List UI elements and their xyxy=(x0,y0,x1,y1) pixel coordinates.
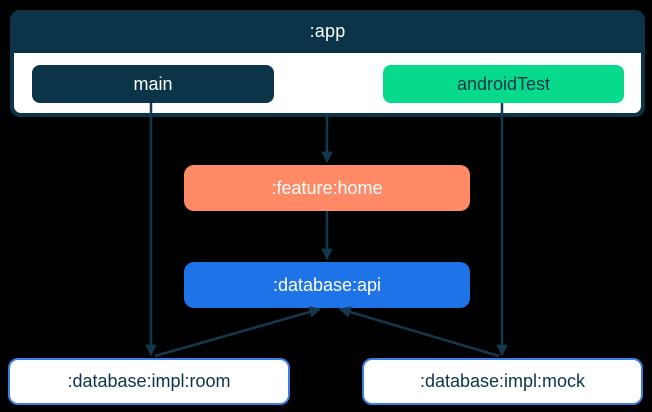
node-source-set-androidtest: androidTest xyxy=(383,65,624,103)
node-database-impl-room: :database:impl:room xyxy=(8,358,290,405)
node-feature-home: :feature:home xyxy=(184,165,470,211)
node-androidtest-label: androidTest xyxy=(456,73,551,94)
node-database-impl-mock: :database:impl:mock xyxy=(362,358,643,405)
node-database-api: :database:api xyxy=(184,262,470,308)
node-database-impl-room-label: :database:impl:room xyxy=(67,371,231,391)
node-feature-home-label: :feature:home xyxy=(271,177,383,198)
edge-impl-room-to-database-api xyxy=(154,306,322,358)
node-database-impl-mock-label: :database:impl:mock xyxy=(419,371,586,391)
node-database-api-label: :database:api xyxy=(272,274,382,295)
node-app-label: :app xyxy=(309,21,346,41)
edge-impl-mock-to-database-api xyxy=(338,306,500,358)
node-source-set-main: main xyxy=(32,65,274,103)
node-app: :app main androidTest xyxy=(10,10,645,117)
app-source-set-panel: main androidTest xyxy=(14,53,641,113)
node-main-label: main xyxy=(133,73,173,94)
